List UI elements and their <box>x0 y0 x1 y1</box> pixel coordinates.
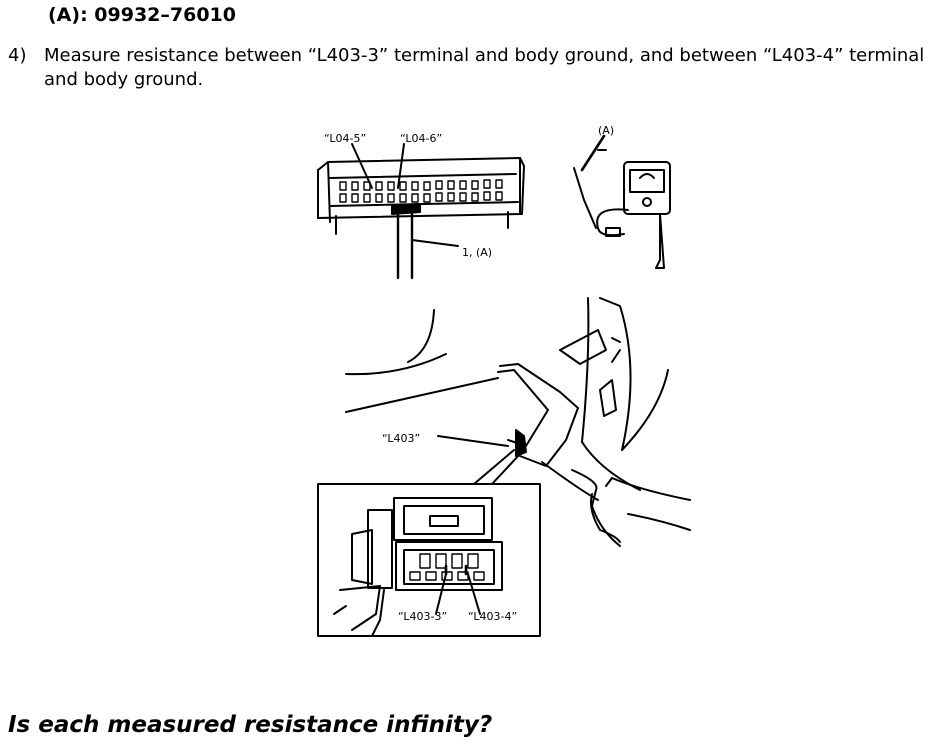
label-l403-4: “L403-4” <box>468 610 517 623</box>
tester-drawing <box>573 134 671 269</box>
connector-diagram: “L04-5” “L04-6” (A) 1, (A) “L403” “L403-… <box>0 110 940 650</box>
label-tool-a: (A) <box>598 124 614 137</box>
step-instruction: Measure resistance between “L403-3” term… <box>44 45 925 90</box>
label-l04-6: “L04-6” <box>400 132 442 145</box>
label-probe-1a: 1, (A) <box>462 246 492 259</box>
tool-number-line: (A): 09932–76010 <box>48 4 236 26</box>
step-number: 4) <box>8 45 27 66</box>
l403-connector-inset <box>317 483 541 637</box>
label-l403-3: “L403-3” <box>398 610 447 623</box>
label-l04-5: “L04-5” <box>324 132 366 145</box>
ecm-connector-drawing <box>317 143 525 280</box>
check-question: Is each measured resistance infinity? <box>8 712 493 738</box>
label-l403: “L403” <box>382 432 420 445</box>
vehicle-body-drawing <box>345 297 691 547</box>
